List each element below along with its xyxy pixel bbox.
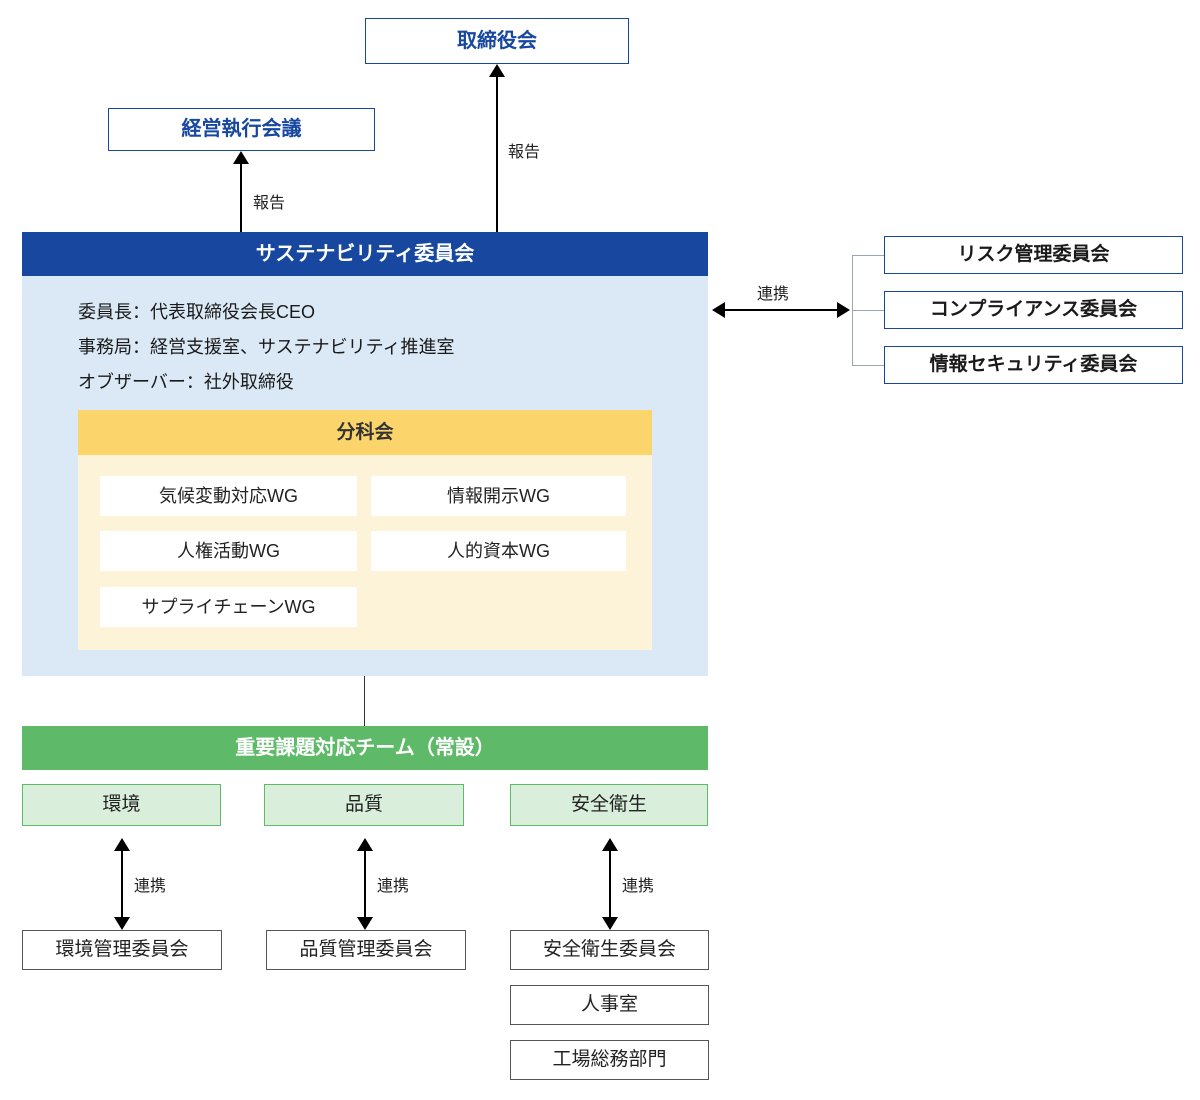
arrow-head-icon [489,64,505,77]
factory-general-affairs-label: 工場総務部門 [552,1049,667,1071]
compliance-committee-box: コンプライアンス委員会 [884,291,1183,329]
collaboration-label-safety: 連携 [622,878,655,895]
management-executive-meeting-label: 経営執行会議 [181,118,302,140]
board-of-directors-box: 取締役会 [365,18,629,64]
quality-management-committee-box: 品質管理委員会 [266,930,466,970]
safety-health-committee-box: 安全衛生委員会 [510,930,709,970]
area-label: 品質 [344,794,383,816]
connector-line-to-team [364,676,365,726]
hr-office-label: 人事室 [580,994,638,1016]
report-label-exec: 報告 [253,195,286,212]
wg-box-information-disclosure: 情報開示WG [371,476,626,516]
board-of-directors-label: 取締役会 [457,29,537,52]
hr-office-box: 人事室 [510,985,709,1025]
wg-label: 人権活動WG [177,540,280,561]
area-box-safety-health: 安全衛生 [510,784,708,826]
sustainability-committee-header: サステナビリティ委員会 [22,232,708,276]
quality-management-committee-label: 品質管理委員会 [299,939,433,961]
arrow-head-icon [114,917,130,930]
collaboration-label-right: 連携 [757,286,790,303]
area-box-environment: 環境 [22,784,221,826]
collaboration-label-environment: 連携 [134,878,167,895]
arrow-head-icon [712,302,725,318]
committee-observer-line: オブザーバー：社外取締役 [78,372,294,392]
risk-management-committee-label: リスク管理委員会 [957,244,1110,266]
wg-label: サプライチェーンWG [141,596,316,617]
arrow-shaft [609,851,611,917]
risk-management-committee-box: リスク管理委員会 [884,236,1183,274]
collaboration-arrow-environment [114,838,130,930]
committee-secretariat-line: 事務局：経営支援室、サステナビリティ推進室 [78,337,455,357]
environment-management-committee-label: 環境管理委員会 [55,939,189,961]
area-label: 安全衛生 [570,794,647,816]
material-issues-team-header: 重要課題対応チーム（常設） [22,726,708,770]
bracket-stub-top [852,255,884,256]
safety-health-committee-label: 安全衛生委員会 [542,939,676,961]
arrow-shaft [240,164,242,232]
bracket-stub-bottom [852,365,884,366]
arrow-head-icon [837,302,850,318]
arrow-head-icon [357,838,373,851]
bracket-stub-middle [852,310,884,311]
arrow-shaft [496,77,498,232]
arrow-shaft [364,851,366,917]
wg-label: 気候変動対応WG [159,485,298,506]
arrow-head-icon [114,838,130,851]
compliance-committee-label: コンプライアンス委員会 [929,299,1138,321]
factory-general-affairs-box: 工場総務部門 [510,1040,709,1080]
information-security-committee-label: 情報セキュリティ委員会 [929,354,1138,376]
collaboration-arrow-quality [357,838,373,930]
management-executive-meeting-box: 経営執行会議 [108,108,375,151]
arrow-shaft [121,851,123,917]
wg-box-supply-chain: サプライチェーンWG [100,587,357,627]
environment-management-committee-box: 環境管理委員会 [22,930,222,970]
report-label-board: 報告 [508,144,541,161]
subcommittee-title: 分科会 [336,421,394,443]
arrow-shaft [725,309,837,311]
report-arrow-to-exec [233,151,249,232]
arrow-head-icon [233,151,249,164]
area-label: 環境 [102,794,141,816]
wg-label: 情報開示WG [447,485,550,506]
area-box-quality: 品質 [264,784,464,826]
collaboration-arrow-right [712,302,850,318]
arrow-head-icon [602,917,618,930]
information-security-committee-box: 情報セキュリティ委員会 [884,346,1183,384]
subcommittee-header: 分科会 [78,410,652,455]
collaboration-label-quality: 連携 [377,878,410,895]
wg-box-climate-change: 気候変動対応WG [100,476,357,516]
sustainability-committee-title: サステナビリティ委員会 [255,242,475,265]
arrow-head-icon [602,838,618,851]
material-issues-team-title: 重要課題対応チーム（常設） [235,736,495,759]
arrow-head-icon [357,917,373,930]
report-arrow-to-board [489,64,505,232]
wg-label: 人的資本WG [447,540,550,561]
collaboration-arrow-safety [602,838,618,930]
wg-box-human-rights: 人権活動WG [100,531,357,571]
wg-box-human-capital: 人的資本WG [371,531,626,571]
committee-chair-line: 委員長：代表取締役会長CEO [78,302,316,322]
